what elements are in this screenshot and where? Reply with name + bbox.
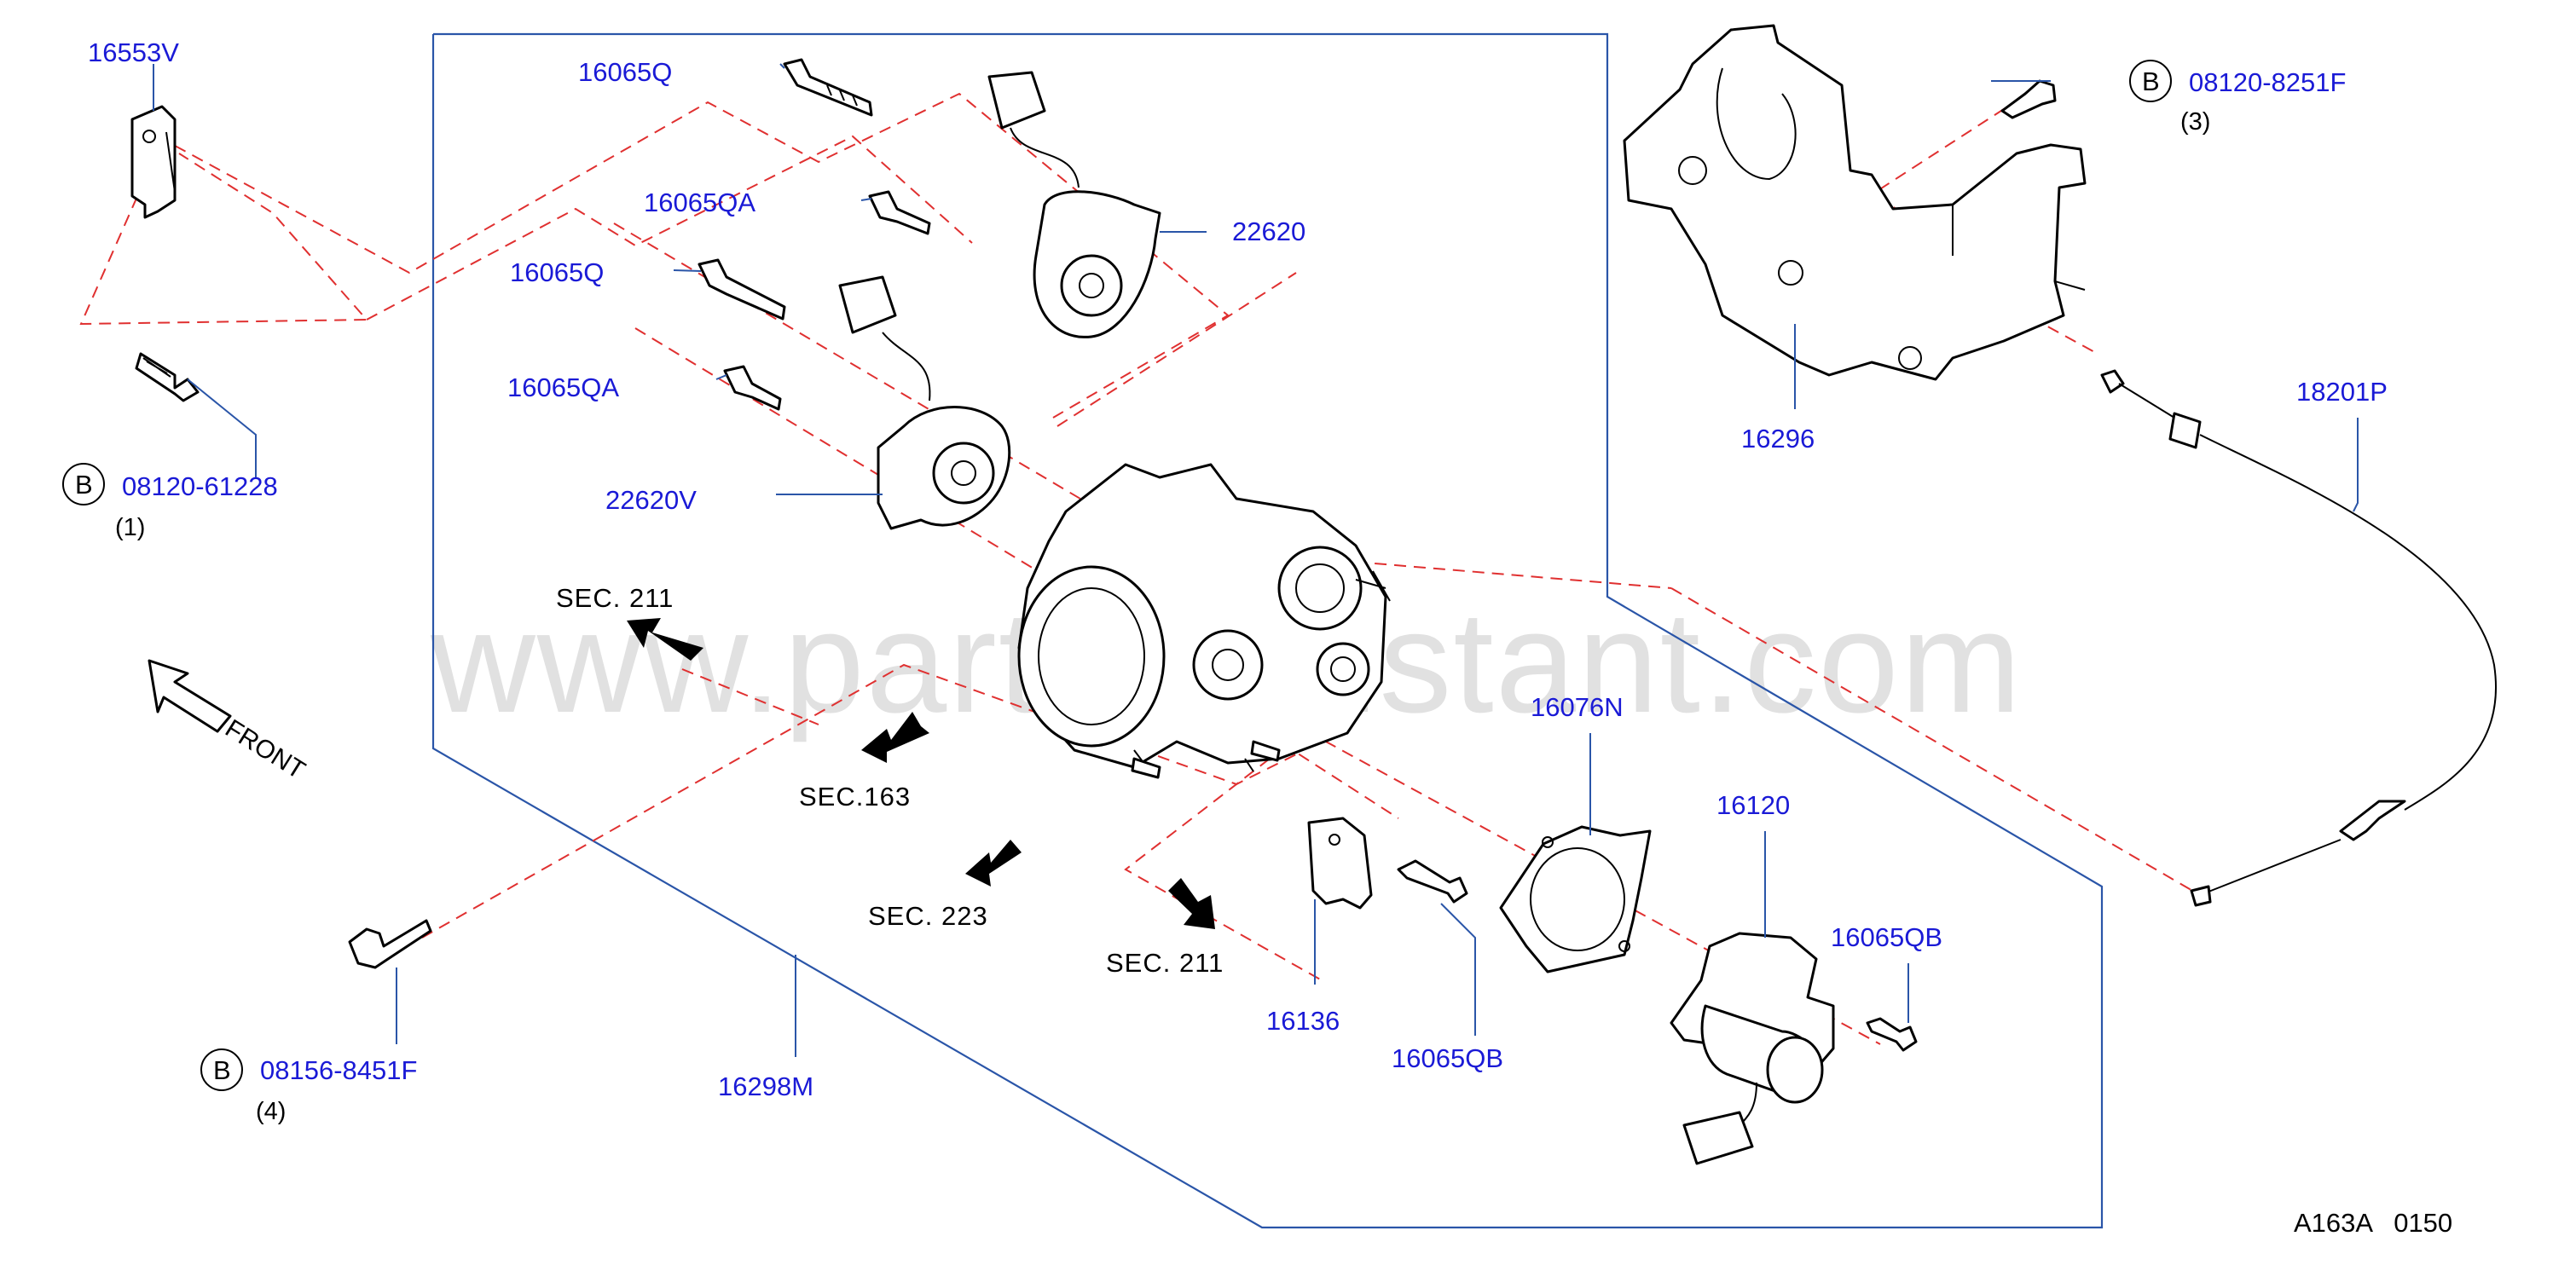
- front-arrow-icon: [148, 659, 232, 733]
- part-label-08156-8451F[interactable]: 08156-8451F: [260, 1055, 417, 1085]
- leader-lines: [153, 63, 2359, 1057]
- part-label-16065QB-right[interactable]: 16065QB: [1831, 922, 1942, 952]
- part-label-16298M[interactable]: 16298M: [718, 1071, 813, 1101]
- assembly-frame: [431, 32, 2104, 1229]
- part-label-22620V[interactable]: 22620V: [605, 485, 697, 515]
- bolt-b-letter: B: [2142, 66, 2160, 96]
- bolt-b-marker-1: B: [62, 463, 105, 505]
- sensor-22620-shape: [987, 71, 1161, 338]
- part-label-08120-8251F[interactable]: 08120-8251F: [2189, 67, 2346, 97]
- bracket-16296-shape: [1623, 24, 2087, 381]
- bolt-16065QA-upper-shape: [868, 190, 931, 235]
- bolt-b-marker-4: B: [200, 1048, 243, 1091]
- bolt-16065QA-lower-shape: [723, 365, 782, 411]
- part-label-08120-61228[interactable]: 08120-61228: [122, 471, 278, 501]
- part-label-16553V[interactable]: 16553V: [88, 38, 179, 67]
- sec-211-upper-arrow[interactable]: [627, 618, 703, 661]
- cable-18201P-shape: [2100, 369, 2497, 907]
- part-label-22620[interactable]: 22620: [1232, 217, 1305, 246]
- quantity-label-1: (1): [115, 514, 145, 541]
- quantity-label-3: (3): [2180, 108, 2210, 136]
- bracket-16136-shape: [1307, 817, 1373, 910]
- bracket-16553V-shape: [130, 105, 177, 219]
- front-label: FRONT: [220, 714, 310, 785]
- bolt-b-letter: B: [75, 470, 93, 500]
- part-label-16076N[interactable]: 16076N: [1531, 692, 1624, 722]
- gasket-16076N-shape: [1499, 825, 1652, 973]
- quantity-label-4: (4): [256, 1098, 286, 1125]
- bolt-08156-8451F-shape: [348, 919, 432, 969]
- part-label-16065QA-upper[interactable]: 16065QA: [644, 188, 755, 217]
- part-label-16120[interactable]: 16120: [1716, 790, 1790, 820]
- part-label-18201P[interactable]: 18201P: [2296, 377, 2388, 407]
- sec-211-upper-label[interactable]: SEC. 211: [556, 583, 674, 613]
- bolt-16065Q-upper-shape: [783, 58, 873, 117]
- sec-163-label[interactable]: SEC.163: [799, 782, 911, 812]
- part-label-16065Q-upper[interactable]: 16065Q: [578, 57, 672, 87]
- sec-223-arrow[interactable]: [965, 840, 1022, 887]
- part-label-16296[interactable]: 16296: [1741, 424, 1815, 453]
- motor-16120-shape: [1670, 932, 1835, 1165]
- part-label-16136[interactable]: 16136: [1266, 1006, 1340, 1036]
- sec-211-lower-label[interactable]: SEC. 211: [1106, 948, 1224, 978]
- bolt-16065Q-lower-shape: [698, 258, 786, 321]
- sec-223-label[interactable]: SEC. 223: [868, 901, 988, 931]
- part-label-16065QB-left[interactable]: 16065QB: [1392, 1043, 1503, 1073]
- sensor-22620V-shape: [838, 275, 1011, 530]
- bolt-b-letter: B: [213, 1055, 231, 1085]
- sec-211-lower-arrow[interactable]: [1168, 878, 1215, 929]
- part-label-16065QA-lower[interactable]: 16065QA: [507, 373, 619, 402]
- throttle-body-shape: [1017, 463, 1391, 779]
- sec-163-arrow[interactable]: [861, 712, 929, 763]
- bolt-08120-61228-shape: [135, 352, 200, 402]
- bolt-16065QB-left-shape: [1397, 859, 1468, 904]
- part-label-16065Q-lower[interactable]: 16065Q: [510, 257, 604, 287]
- bolt-08120-8251F-shape: [2000, 79, 2057, 119]
- diagram-code: A163A 0150: [2294, 1208, 2452, 1238]
- bolt-b-marker-3: B: [2129, 60, 2172, 102]
- bolt-16065QB-right-shape: [1866, 1017, 1918, 1052]
